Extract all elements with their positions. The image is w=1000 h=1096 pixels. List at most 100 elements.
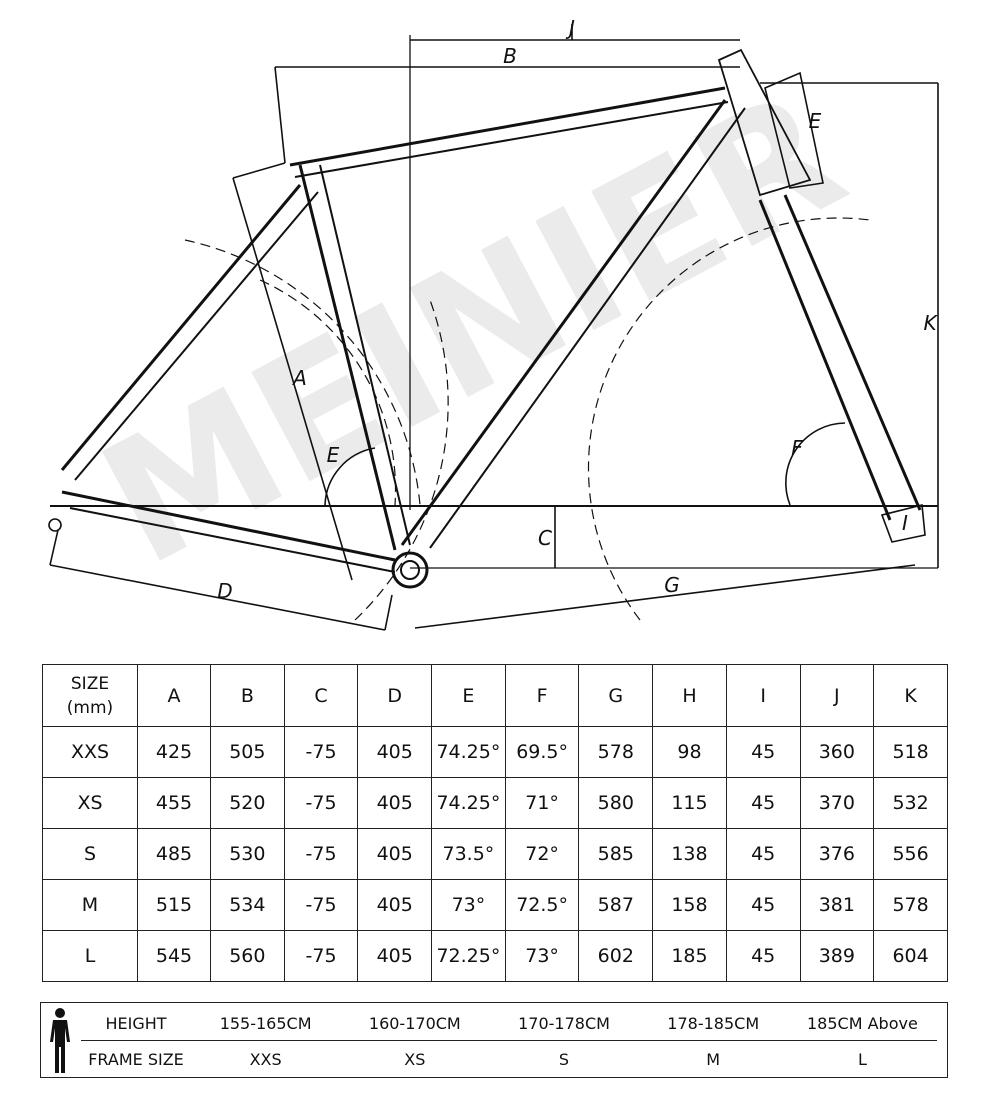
height-value: 178-185CM	[667, 1014, 760, 1033]
value-cell: 69.5°	[504, 726, 580, 778]
table-header-row: SIZE (mm) A B C D E F G H I J K	[42, 664, 948, 727]
label-c: C	[538, 526, 552, 550]
value-cell: 73°	[431, 879, 506, 931]
column-header: H	[652, 664, 727, 727]
value-cell: -75	[283, 930, 359, 982]
value-cell: 72°	[504, 828, 580, 880]
value-cell: 578	[578, 726, 654, 778]
size-header: SIZE (mm)	[42, 664, 138, 727]
column-header: A	[137, 664, 211, 727]
label-d: D	[217, 579, 232, 603]
value-cell: 505	[210, 726, 285, 778]
value-cell: 73.5°	[431, 828, 506, 880]
label-k: K	[923, 311, 938, 335]
value-cell: 389	[799, 930, 875, 982]
value-cell: 98	[652, 726, 727, 778]
label-j: J	[565, 16, 575, 40]
size-header-line2: (mm)	[66, 697, 114, 718]
label-a: A	[291, 366, 307, 390]
value-cell: -75	[283, 777, 359, 829]
value-cell: 578	[873, 879, 948, 931]
height-value: 185CM Above	[807, 1014, 918, 1033]
value-cell: 604	[873, 930, 948, 982]
column-header: F	[504, 664, 580, 727]
height-label: HEIGHT	[105, 1014, 167, 1033]
value-cell: 376	[799, 828, 875, 880]
value-cell: 425	[137, 726, 211, 778]
size-cell: S	[42, 828, 138, 880]
frame-size-value: XS	[404, 1050, 426, 1069]
size-cell: L	[42, 930, 138, 982]
label-f-head-angle: F	[791, 436, 803, 460]
frame-size-row: FRAME SIZE XXS XS S M L	[81, 1043, 937, 1076]
value-cell: 545	[137, 930, 211, 982]
column-header: E	[431, 664, 506, 727]
value-cell: 74.25°	[431, 777, 506, 829]
value-cell: 45	[725, 777, 801, 829]
height-value: 170-178CM	[518, 1014, 610, 1033]
value-cell: 560	[210, 930, 285, 982]
column-header: K	[873, 664, 948, 727]
value-cell: 185	[652, 930, 727, 982]
label-i: I	[902, 511, 908, 535]
value-cell: 71°	[504, 777, 580, 829]
column-header: D	[357, 664, 433, 727]
value-cell: 74.25°	[431, 726, 506, 778]
value-cell: 405	[357, 930, 433, 982]
label-g: G	[664, 573, 680, 597]
value-cell: 138	[652, 828, 727, 880]
column-header: G	[578, 664, 654, 727]
value-cell: 370	[799, 777, 875, 829]
value-cell: 485	[137, 828, 211, 880]
label-e-headtube: E	[809, 109, 822, 133]
value-cell: 580	[578, 777, 654, 829]
value-cell: 405	[357, 828, 433, 880]
height-value: 160-170CM	[368, 1014, 461, 1033]
column-header: I	[725, 664, 801, 727]
size-cell: XXS	[42, 726, 138, 778]
value-cell: 405	[357, 726, 433, 778]
height-row: HEIGHT 155-165CM 160-170CM 170-178CM 178…	[81, 1007, 937, 1041]
frame-size-value: L	[857, 1050, 867, 1069]
label-b: B	[503, 44, 517, 68]
value-cell: 381	[799, 879, 875, 931]
value-cell: 72.25°	[431, 930, 506, 982]
value-cell: 518	[873, 726, 948, 778]
value-cell: 360	[799, 726, 875, 778]
height-value: 155-165CM	[219, 1014, 312, 1033]
frame-geometry-diagram: MEINIER	[48, 16, 939, 631]
value-cell: 585	[578, 828, 654, 880]
frame-size-value: XXS	[249, 1050, 282, 1069]
frame-size-value: M	[706, 1050, 721, 1069]
column-header: B	[210, 664, 285, 727]
value-cell: 158	[652, 879, 727, 931]
person-icon	[50, 1008, 70, 1073]
value-cell: 602	[578, 930, 654, 982]
size-cell: M	[42, 879, 138, 931]
value-cell: 534	[210, 879, 285, 931]
value-cell: 556	[873, 828, 948, 880]
value-cell: 45	[725, 726, 801, 778]
column-header: C	[283, 664, 359, 727]
size-guide: HEIGHT 155-165CM 160-170CM 170-178CM 178…	[40, 1002, 948, 1078]
value-cell: 530	[210, 828, 285, 880]
value-cell: -75	[283, 879, 359, 931]
value-cell: 73°	[504, 930, 580, 982]
value-cell: 115	[652, 777, 727, 829]
value-cell: -75	[283, 726, 359, 778]
value-cell: 532	[873, 777, 948, 829]
frame-size-label: FRAME SIZE	[88, 1050, 184, 1069]
value-cell: 405	[357, 879, 433, 931]
size-cell: XS	[42, 777, 138, 829]
value-cell: 45	[725, 930, 801, 982]
watermark: MEINIER	[73, 53, 873, 604]
value-cell: 405	[357, 777, 433, 829]
value-cell: 515	[137, 879, 211, 931]
value-cell: 45	[725, 828, 801, 880]
